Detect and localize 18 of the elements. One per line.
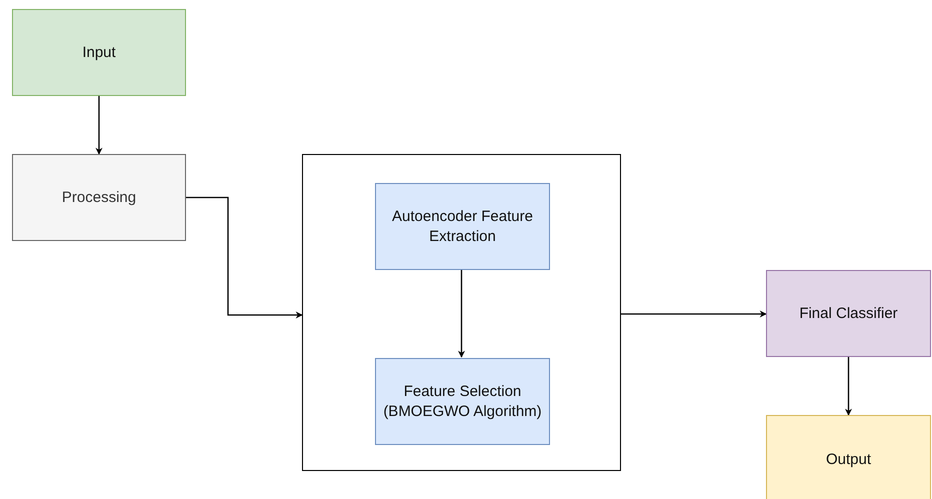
group-box bbox=[302, 154, 621, 471]
arrow bbox=[845, 357, 852, 416]
arrow bbox=[621, 310, 767, 318]
box-label: Processing bbox=[60, 188, 138, 208]
box-label: Output bbox=[824, 450, 872, 470]
box-label: Input bbox=[81, 42, 117, 62]
process-box bbox=[766, 270, 931, 357]
process-box bbox=[375, 358, 550, 445]
process-box bbox=[375, 183, 550, 270]
process-box bbox=[12, 9, 186, 96]
box-label: Autoencoder Feature Extraction bbox=[391, 207, 534, 246]
arrow bbox=[96, 96, 102, 155]
process-box bbox=[12, 154, 186, 241]
arrow bbox=[186, 196, 303, 318]
box-label: Final Classifier bbox=[798, 304, 899, 324]
box-label: Feature Selection (BMOEGWO Algorithm) bbox=[382, 382, 543, 421]
arrow bbox=[458, 269, 465, 358]
process-box bbox=[766, 415, 931, 499]
